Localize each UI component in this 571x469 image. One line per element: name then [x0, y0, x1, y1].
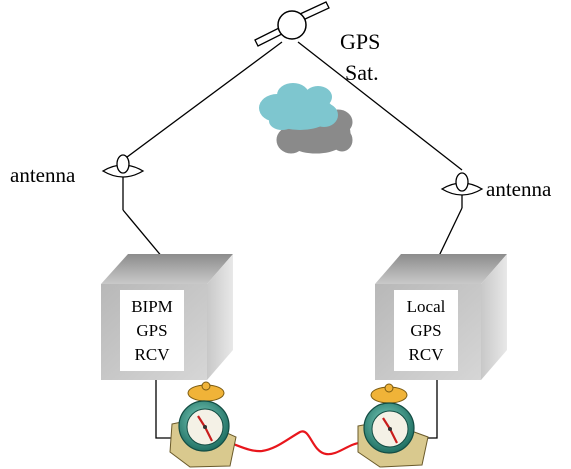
- left-receiver-box: [101, 254, 233, 380]
- cloud-front: [259, 83, 338, 130]
- right-receiver-line1: Local: [407, 297, 446, 316]
- right-signal-line: [297, 41, 463, 171]
- right-alarm-clock-icon: [357, 383, 429, 468]
- satellite-icon: [254, 1, 330, 47]
- right-receiver-box: [375, 254, 507, 380]
- left-receiver-line3: RCV: [135, 345, 171, 364]
- clock-link-cable: [224, 430, 363, 456]
- satellite-label-line1: GPS: [340, 29, 380, 54]
- left-antenna-icon: [101, 154, 164, 259]
- left-signal-line: [122, 41, 283, 161]
- left-receiver-line1: BIPM: [131, 297, 173, 316]
- right-receiver-line3: RCV: [409, 345, 445, 364]
- cloud-icon: [259, 83, 353, 154]
- right-receiver-line2: GPS: [410, 321, 441, 340]
- right-clock-cable: [411, 380, 438, 439]
- left-clock-cable: [155, 380, 177, 439]
- left-antenna-label: antenna: [10, 163, 76, 187]
- left-alarm-clock-icon: [169, 381, 237, 468]
- left-receiver-line2: GPS: [136, 321, 167, 340]
- right-antenna-icon: [437, 172, 484, 259]
- satellite-label-line2: Sat.: [345, 60, 379, 85]
- right-antenna-label: antenna: [486, 177, 552, 201]
